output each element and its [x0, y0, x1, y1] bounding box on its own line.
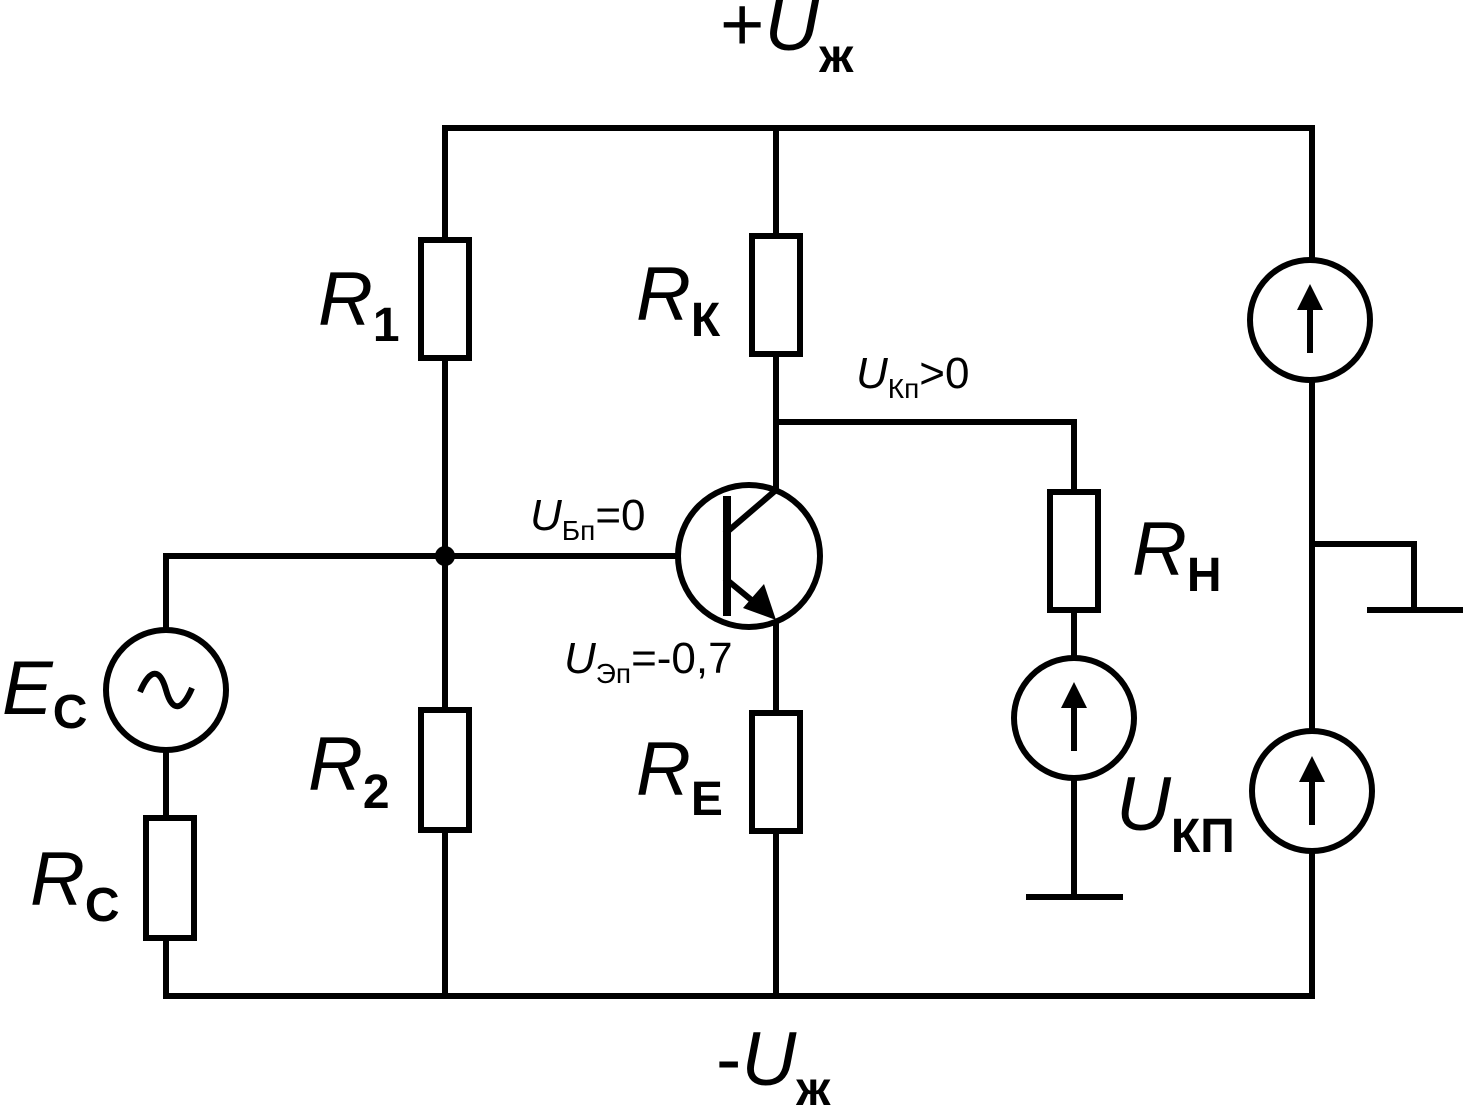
resistor-rc	[143, 815, 197, 941]
annotation-ukp-node: UКп>0	[856, 349, 969, 404]
rn-symbol: R	[1132, 507, 1187, 592]
ukp-sub: КП	[1171, 810, 1235, 863]
negative-sign: -	[716, 1017, 741, 1102]
label-rn: RН	[1132, 507, 1222, 602]
rk-sub: К	[691, 294, 721, 347]
ubp-sub: Бп	[562, 515, 596, 546]
up-arrow-icon	[1299, 756, 1325, 782]
positive-sign: +	[720, 0, 764, 67]
dc-source-load	[1011, 655, 1137, 781]
positive-supply-symbol: U	[764, 0, 820, 67]
dc-source-upper	[1247, 257, 1373, 383]
annotation-ubp: UБп=0	[530, 491, 646, 546]
ukp-node-sub: Кп	[888, 373, 919, 404]
r2-symbol: R	[308, 722, 363, 807]
label-r2: R2	[308, 722, 390, 819]
resistor-rn	[1047, 489, 1101, 613]
label-ec: EС	[2, 646, 87, 739]
rn-sub: Н	[1187, 549, 1222, 602]
re-symbol: R	[636, 727, 691, 812]
resistor-r2	[418, 707, 472, 833]
ukp-node-value: >0	[919, 349, 969, 398]
uep-sub: Эп	[596, 658, 631, 689]
uep-symbol: U	[564, 634, 596, 683]
label-ukp: UКП	[1116, 762, 1235, 863]
ukp-symbol: U	[1116, 762, 1172, 847]
resistor-rk	[749, 233, 803, 357]
transistor-collector-lead	[722, 485, 781, 537]
r1-sub: 1	[373, 299, 400, 352]
ubp-symbol: U	[530, 491, 562, 540]
label-re: RЕ	[636, 727, 723, 826]
ec-symbol: E	[2, 646, 54, 731]
ukp-node-symbol: U	[856, 349, 888, 398]
transistor-body	[675, 482, 823, 630]
transistor-npn	[675, 482, 823, 630]
ec-sub: С	[53, 686, 88, 739]
ubp-value: =0	[595, 491, 645, 540]
rc-symbol: R	[30, 837, 85, 922]
annotation-uep: UЭп=-0,7	[564, 634, 733, 689]
negative-supply-sub: ж	[795, 1063, 831, 1108]
base-junction-dot	[435, 546, 455, 566]
label-rk: RК	[636, 252, 721, 347]
rc-sub: С	[85, 879, 120, 932]
sine-wave-icon	[137, 670, 195, 710]
r2-sub: 2	[363, 766, 390, 819]
label-rc: RС	[30, 837, 120, 932]
label-positive-supply: +Uж	[720, 0, 854, 83]
re-sub: Е	[691, 773, 723, 826]
ground-midpoint-tap	[1309, 541, 1417, 613]
up-arrow-icon	[1297, 284, 1323, 310]
uep-value: =-0,7	[631, 634, 733, 683]
positive-supply-sub: ж	[818, 30, 854, 83]
rk-symbol: R	[636, 252, 691, 337]
emitter-arrow-icon	[743, 584, 776, 620]
label-negative-supply: -Uж	[716, 1017, 831, 1108]
dc-source-lower	[1249, 728, 1375, 854]
wires	[163, 125, 1463, 999]
resistor-r1	[418, 237, 472, 361]
ac-source-ec	[103, 627, 229, 753]
label-r1: R1	[318, 257, 400, 352]
up-arrow-icon	[1061, 682, 1087, 708]
r1-symbol: R	[318, 257, 373, 342]
resistor-re	[749, 710, 803, 834]
negative-supply-symbol: U	[741, 1017, 797, 1102]
